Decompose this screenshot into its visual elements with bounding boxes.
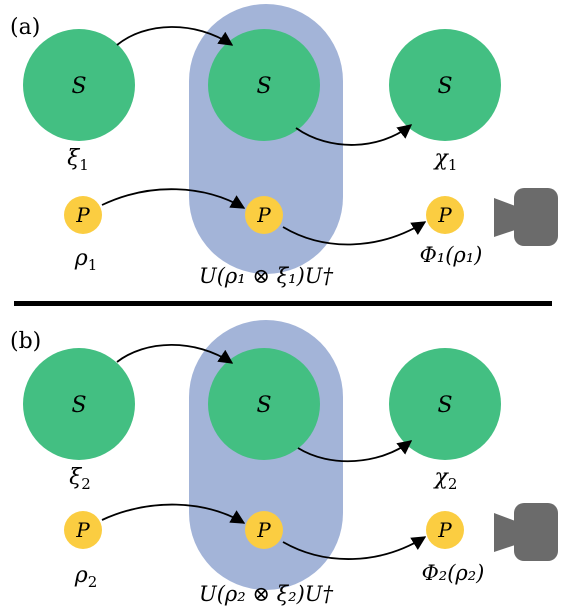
probe-mid-letter-a: P <box>256 203 271 227</box>
camera-icon <box>494 188 558 246</box>
system-arrow-out-b <box>297 440 413 463</box>
panel-b: (b) S S S ξ2 χ2 P P P ρ2 U(ρ₂ ⊗ ξ₂)U† Φ₂… <box>10 320 558 606</box>
system-in-letter-b: S <box>71 393 86 418</box>
camera-icon <box>494 503 558 561</box>
system-mid-circle-a <box>208 29 320 141</box>
probe-out-letter-b: P <box>437 518 452 542</box>
system-out-letter-a: S <box>437 74 452 99</box>
system-out-label-b: χ2 <box>433 465 458 493</box>
system-out-circle-b <box>389 348 501 460</box>
system-in-letter-a: S <box>71 74 86 99</box>
probe-mid-circle-b <box>245 511 283 549</box>
probe-out-circle-a <box>426 196 464 234</box>
system-arrow-in-a <box>116 26 234 46</box>
system-mid-letter-b: S <box>256 393 271 418</box>
system-out-letter-b: S <box>437 393 452 418</box>
probe-arrow-out-b <box>282 536 427 560</box>
system-in-circle-a <box>23 29 135 141</box>
probe-in-label-a: ρ1 <box>74 246 97 274</box>
probe-mid-letter-b: P <box>256 518 271 542</box>
system-out-circle-a <box>389 29 501 141</box>
probe-out-circle-b <box>426 511 464 549</box>
panel-a-tag: (a) <box>10 15 40 40</box>
probe-mid-circle-a <box>245 196 283 234</box>
system-out-label-a: χ1 <box>433 146 458 174</box>
probe-in-circle-a <box>64 196 102 234</box>
interaction-label-b: U(ρ₂ ⊗ ξ₂)U† <box>199 582 333 606</box>
probe-arrow-out-a <box>282 221 427 246</box>
probe-out-letter-a: P <box>437 203 452 227</box>
panel-divider <box>14 301 552 306</box>
probe-arrow-in-b <box>101 503 246 524</box>
system-in-circle-b <box>23 348 135 460</box>
system-arrow-in-b <box>116 343 234 364</box>
probe-arrow-in-a <box>101 188 246 209</box>
probe-in-letter-a: P <box>75 203 90 227</box>
system-in-label-a: ξ1 <box>67 146 89 174</box>
panel-b-tag: (b) <box>10 329 41 354</box>
probe-in-label-b: ρ2 <box>74 563 97 591</box>
interaction-label-a: U(ρ₁ ⊗ ξ₁)U† <box>199 264 333 288</box>
system-mid-circle-b <box>208 348 320 460</box>
system-arrow-out-a <box>295 124 413 146</box>
probe-in-circle-b <box>64 511 102 549</box>
probe-out-label-a: Φ₁(ρ₁) <box>420 243 483 267</box>
system-in-label-b: ξ2 <box>69 465 91 493</box>
probe-out-label-b: Φ₂(ρ₂) <box>422 561 485 585</box>
probe-in-letter-b: P <box>75 518 90 542</box>
system-mid-letter-a: S <box>256 74 271 99</box>
panel-a: (a) S S S ξ1 χ1 P P P ρ1 U(ρ₁ ⊗ ξ₁)U† Φ₁… <box>10 4 558 288</box>
